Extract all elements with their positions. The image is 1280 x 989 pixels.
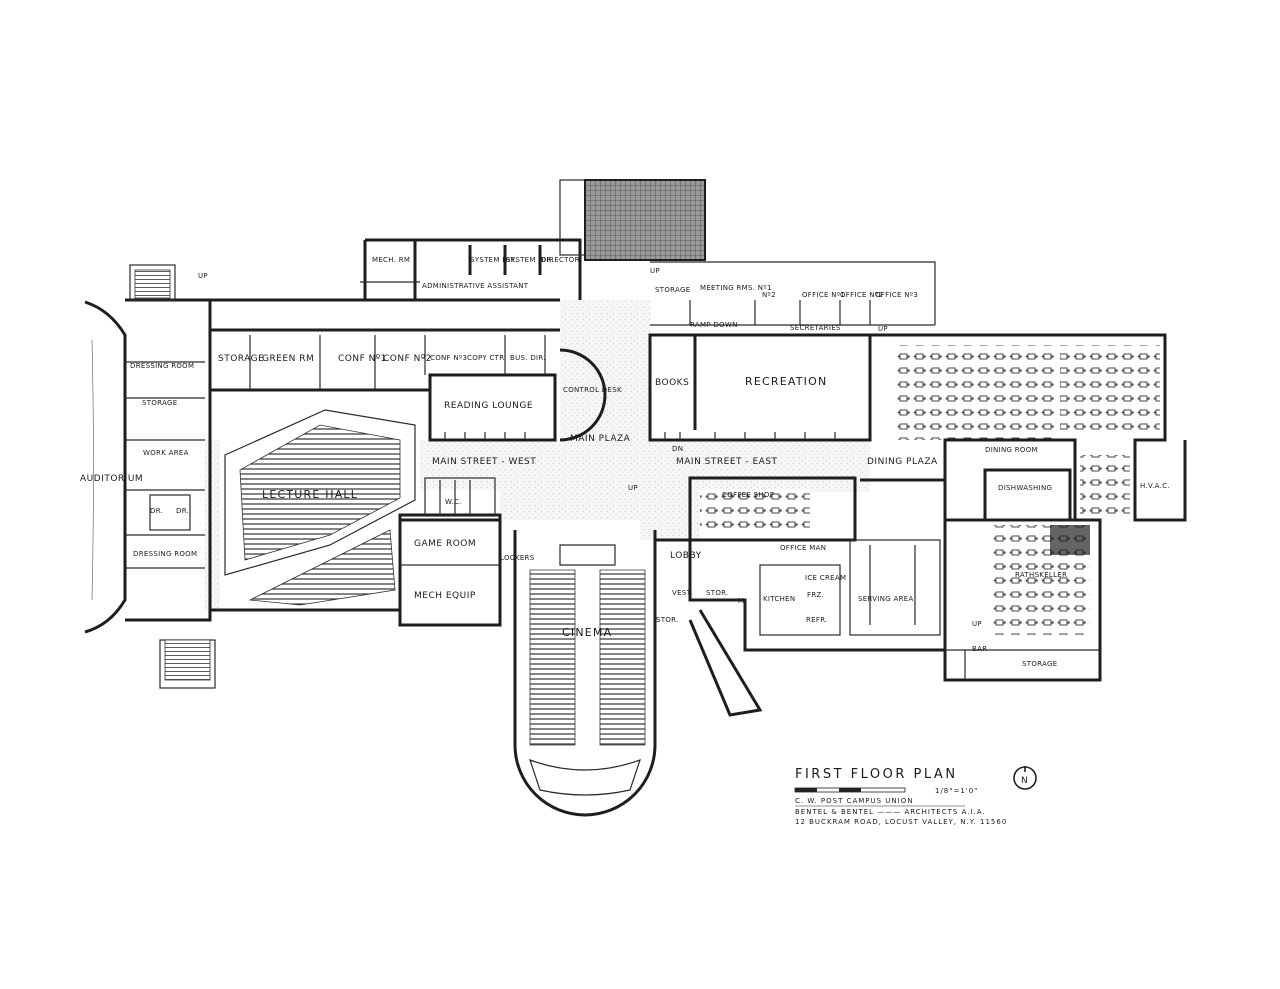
label-conf-3: CONF Nº3 [430,354,467,362]
label-hvac: H.V.A.C. [1140,482,1170,490]
label-conf-1: CONF Nº1 [338,354,387,364]
auditorium-wing [84,264,216,689]
label-up-1: UP [198,272,208,280]
label-lobby: LOBBY [670,551,702,561]
label-dr-2: DR. [176,507,189,515]
label-dressing-room-2: DRESSING ROOM [133,550,197,558]
architect-address: 12 BUCKRAM ROAD, LOCUST VALLEY, N.Y. 115… [795,818,1007,826]
label-main-street-east: MAIN STREET - EAST [676,457,778,467]
label-storage-north: STORAGE [655,286,690,294]
label-auditorium: AUDITORIUM [80,474,143,484]
label-books: BOOKS [655,378,689,388]
label-copy-ctr: COPY CTR. [467,354,507,362]
room-labels: AUDITORIUM DRESSING ROOM STORAGE WORK AR… [80,256,1170,668]
label-control-desk: CONTROL DESK [563,386,622,394]
label-meeting-rm-1: MEETING RMS. Nº1 [700,284,772,292]
label-stor-1: STOR. [706,589,729,597]
label-main-plaza: MAIN PLAZA [570,434,631,444]
label-secretaries: SECRETARIES [790,324,841,332]
circulation-areas [205,300,870,610]
sheet-title: FIRST FLOOR PLAN [795,767,958,782]
label-office-man: OFFICE MAN [780,544,826,552]
label-mech-rm: MECH. RM [372,256,410,264]
recreation-block [648,300,935,442]
label-ramp-down: RAMP DOWN [690,321,738,329]
label-storage-green: STORAGE [218,354,264,364]
label-storage-west: STORAGE [142,399,177,407]
label-frz: FRZ. [807,591,824,599]
reading-lounge [428,348,607,442]
label-system-dir-1: SYSTEM DIR. [470,256,518,264]
title-block: FIRST FLOOR PLAN 1/8"=1'0" C. W. POST CA… [794,766,1037,826]
game-room-block [398,477,502,627]
label-work-area: WORK AREA [143,449,189,457]
label-admin-assistant: ADMINISTRATIVE ASSISTANT [422,282,529,290]
lecture-hall [210,298,560,612]
label-dn: DN [672,445,683,453]
scale-note: 1/8"=1'0" [935,787,978,795]
label-dishwashing: DISHWASHING [998,484,1052,492]
label-up-4: UP [878,325,888,333]
label-green-rm: GREEN RM [262,354,314,364]
architect-name: BENTEL & BENTEL ——— ARCHITECTS A.I.A. [795,808,986,816]
label-wc: W.C. [445,498,462,506]
label-no-2: Nº2 [762,291,776,299]
project-name: C. W. POST CAMPUS UNION [795,797,913,805]
label-dr-1: DR. [150,507,163,515]
label-conf-2: CONF Nº2 [383,354,432,364]
label-main-street-west: MAIN STREET - WEST [432,457,536,467]
cinema [513,530,657,817]
label-bar: BAR [972,645,987,653]
food-service-block [655,476,947,717]
label-reading-lounge: READING LOUNGE [444,401,533,411]
scale-bar [794,787,906,793]
label-vest: VEST. [672,589,693,597]
label-mech-equip: MECH EQUIP [414,591,476,601]
label-system-dir-2: SYSTEM DIR. [506,256,554,264]
north-label: N [1021,776,1028,786]
label-m-room: M. [738,597,747,605]
label-cinema: CINEMA [562,626,612,639]
label-ice-cream: ICE CREAM [805,574,846,582]
label-recreation: RECREATION [745,375,827,388]
label-stor-2: STOR. [656,616,679,624]
dining-room [870,333,1187,522]
label-office-1: OFFICE Nº1 [802,291,845,299]
label-storage-east: STORAGE [1022,660,1057,668]
north-arrow-icon: N [1013,766,1037,790]
label-dressing-room-1: DRESSING ROOM [130,362,194,370]
label-serving-area: SERVING AREA [858,595,914,603]
label-bus-dir: BUS. DIR. [510,354,546,362]
label-office-2: OFFICE Nº2 [840,291,883,299]
label-up-5: UP [972,620,982,628]
label-kitchen: KITCHEN [763,595,795,603]
label-lecture-hall: LECTURE HALL [262,488,358,501]
label-dining-plaza: DINING PLAZA [867,457,938,467]
label-office-3: OFFICE Nº3 [875,291,918,299]
label-up-3: UP [650,267,660,275]
administration-block [360,179,936,325]
label-refr: REFR. [806,616,828,624]
label-up-2: UP [628,484,638,492]
label-lockers: LOCKERS [500,554,535,562]
label-director: DIRECTOR [541,256,580,264]
label-coffee-shop: COFFEE SHOP [722,491,774,499]
rathskeller [943,518,1102,682]
label-rathskeller: RATHSKELLER [1015,571,1067,579]
label-dining-room: DINING ROOM [985,446,1038,454]
label-game-room: GAME ROOM [414,539,476,549]
